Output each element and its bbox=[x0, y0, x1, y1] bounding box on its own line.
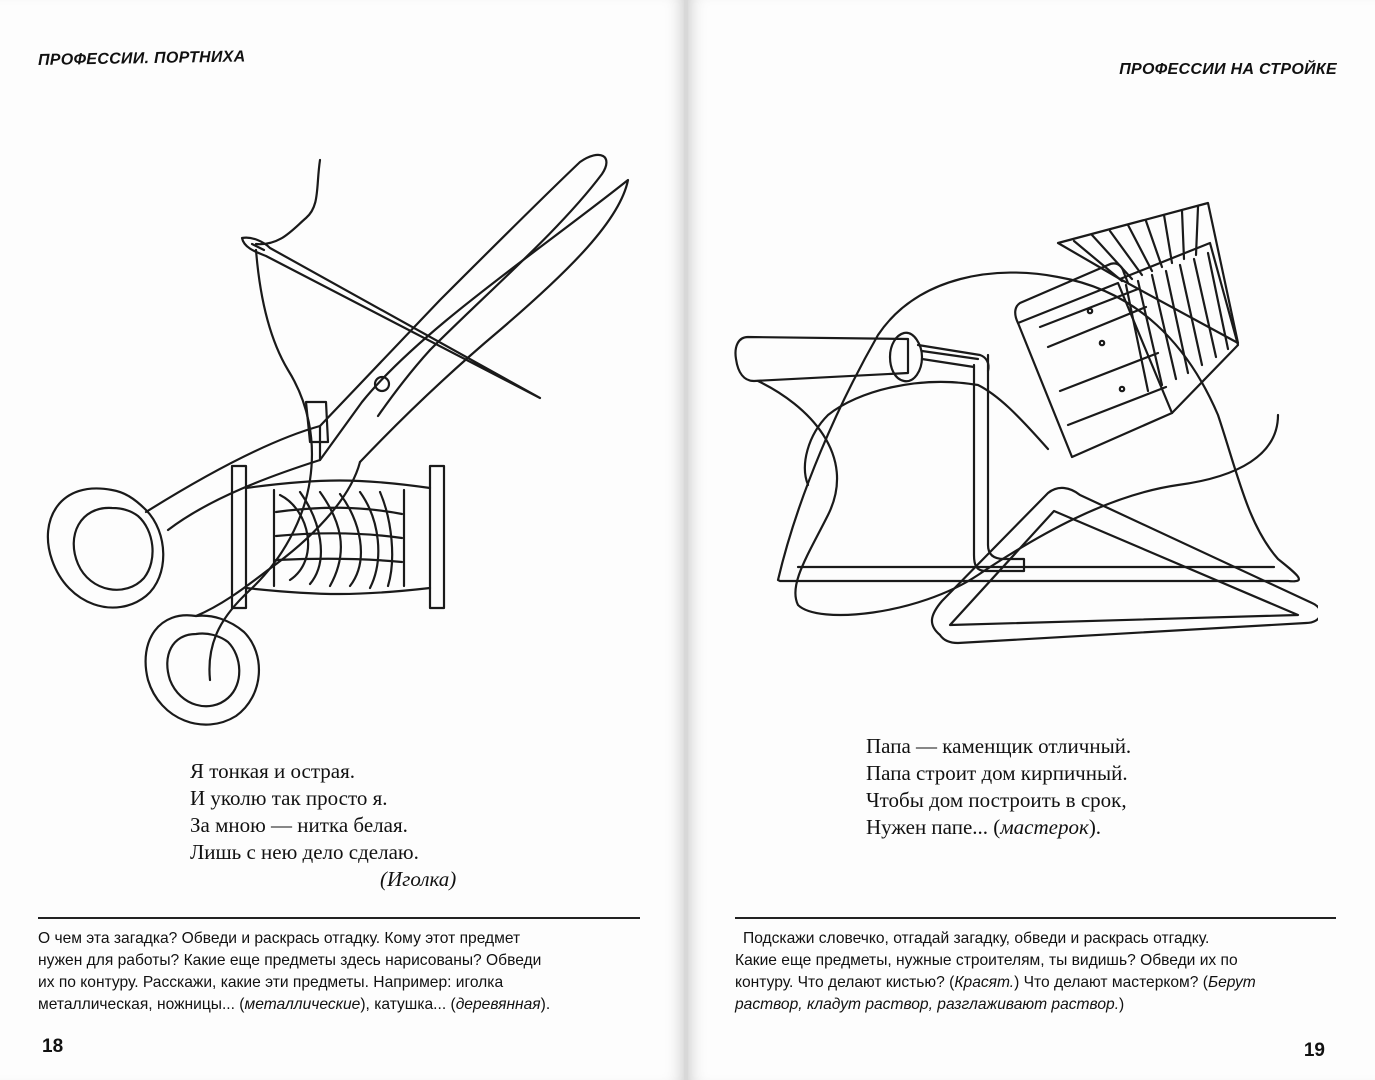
book-gutter bbox=[684, 0, 688, 1080]
divider-line bbox=[38, 917, 640, 919]
task-line: Какие еще предметы, нужные строителям, т… bbox=[735, 952, 1238, 969]
task-line: Подскажи словечко, отгадай загадку, обве… bbox=[743, 930, 1210, 947]
poem-text: ). bbox=[1088, 815, 1102, 839]
task-italic: Берут bbox=[1207, 974, 1256, 991]
task-line: О чем эта загадка? Обведи и раскрась отг… bbox=[38, 930, 521, 947]
needle-icon bbox=[208, 158, 542, 682]
poem-line: Чтобы дом построить в срок, bbox=[866, 788, 1127, 812]
poem-line: Я тонкая и острая. bbox=[190, 759, 356, 783]
right-riddle-poem: Папа — каменщик отличный. Папа строит до… bbox=[866, 733, 1131, 841]
paint-roller-icon bbox=[734, 331, 1280, 617]
riddle-answer: мастерок bbox=[1000, 815, 1089, 839]
poem-line: Нужен папе... (мастерок). bbox=[866, 814, 1131, 841]
divider-line bbox=[735, 917, 1336, 919]
task-line: раствор, кладут раствор, разглаживают ра… bbox=[735, 994, 1336, 1016]
task-text: ). bbox=[540, 996, 551, 1013]
poem-line: Папа строит дом кирпичный. bbox=[866, 761, 1128, 785]
task-italic: Красят. bbox=[954, 974, 1015, 991]
page-number: 18 bbox=[42, 1036, 64, 1057]
scissors-icon bbox=[46, 153, 630, 726]
page-number: 19 bbox=[1303, 1040, 1325, 1061]
right-task-text: Подскажи словечко, отгадай загадку, обве… bbox=[735, 928, 1336, 1016]
left-task-text: О чем эта загадка? Обведи и раскрась отг… bbox=[38, 928, 640, 1016]
poem-line: За мною — нитка белая. bbox=[190, 813, 408, 837]
poem-text: Нужен папе... ( bbox=[866, 815, 1001, 839]
right-illustration bbox=[718, 195, 1318, 665]
right-page-header: ПРОФЕССИИ НА СТРОЙКЕ bbox=[1119, 61, 1337, 78]
task-text: контуру. Что делают кистью? ( bbox=[735, 974, 955, 991]
left-page-header: ПРОФЕССИИ. ПОРТНИХА bbox=[37, 48, 246, 69]
trowel-icon bbox=[916, 343, 1318, 645]
task-line: нужен для работы? Какие еще предметы зде… bbox=[38, 952, 542, 969]
left-riddle-poem: Я тонкая и острая. И уколю так просто я.… bbox=[190, 758, 456, 893]
task-italic: деревянная bbox=[455, 996, 541, 1013]
task-italic: раствор, кладут раствор, разглаживают ра… bbox=[735, 996, 1120, 1013]
paintbrush-icon bbox=[803, 201, 1240, 487]
right-page: ПРОФЕССИИ НА СТРОЙКЕ bbox=[688, 0, 1375, 1080]
poem-line: Лишь с нею дело сделаю. bbox=[190, 840, 419, 864]
task-text: ) bbox=[1119, 996, 1125, 1013]
poem-line: И уколю так просто я. bbox=[190, 786, 388, 810]
task-line: металлическая, ножницы... (металлические… bbox=[38, 994, 640, 1016]
poem-line: Папа — каменщик отличный. bbox=[866, 734, 1132, 758]
left-illustration bbox=[20, 140, 640, 740]
task-line: их по контуру. Расскажи, какие эти предм… bbox=[38, 974, 504, 991]
task-text: металлическая, ножницы... ( bbox=[38, 996, 245, 1013]
bell-shape-icon bbox=[776, 271, 1300, 583]
task-text: ) Что делают мастерком? ( bbox=[1014, 974, 1208, 991]
riddle-answer: (Иголка) bbox=[380, 867, 457, 891]
thread-spool-icon bbox=[230, 464, 446, 610]
task-line: контуру. Что делают кистью? (Красят.) Чт… bbox=[735, 972, 1336, 994]
task-italic: металлические bbox=[244, 996, 361, 1013]
task-text: ), катушка... ( bbox=[360, 996, 456, 1013]
left-page: ПРОФЕССИИ. ПОРТНИХА bbox=[0, 0, 684, 1080]
